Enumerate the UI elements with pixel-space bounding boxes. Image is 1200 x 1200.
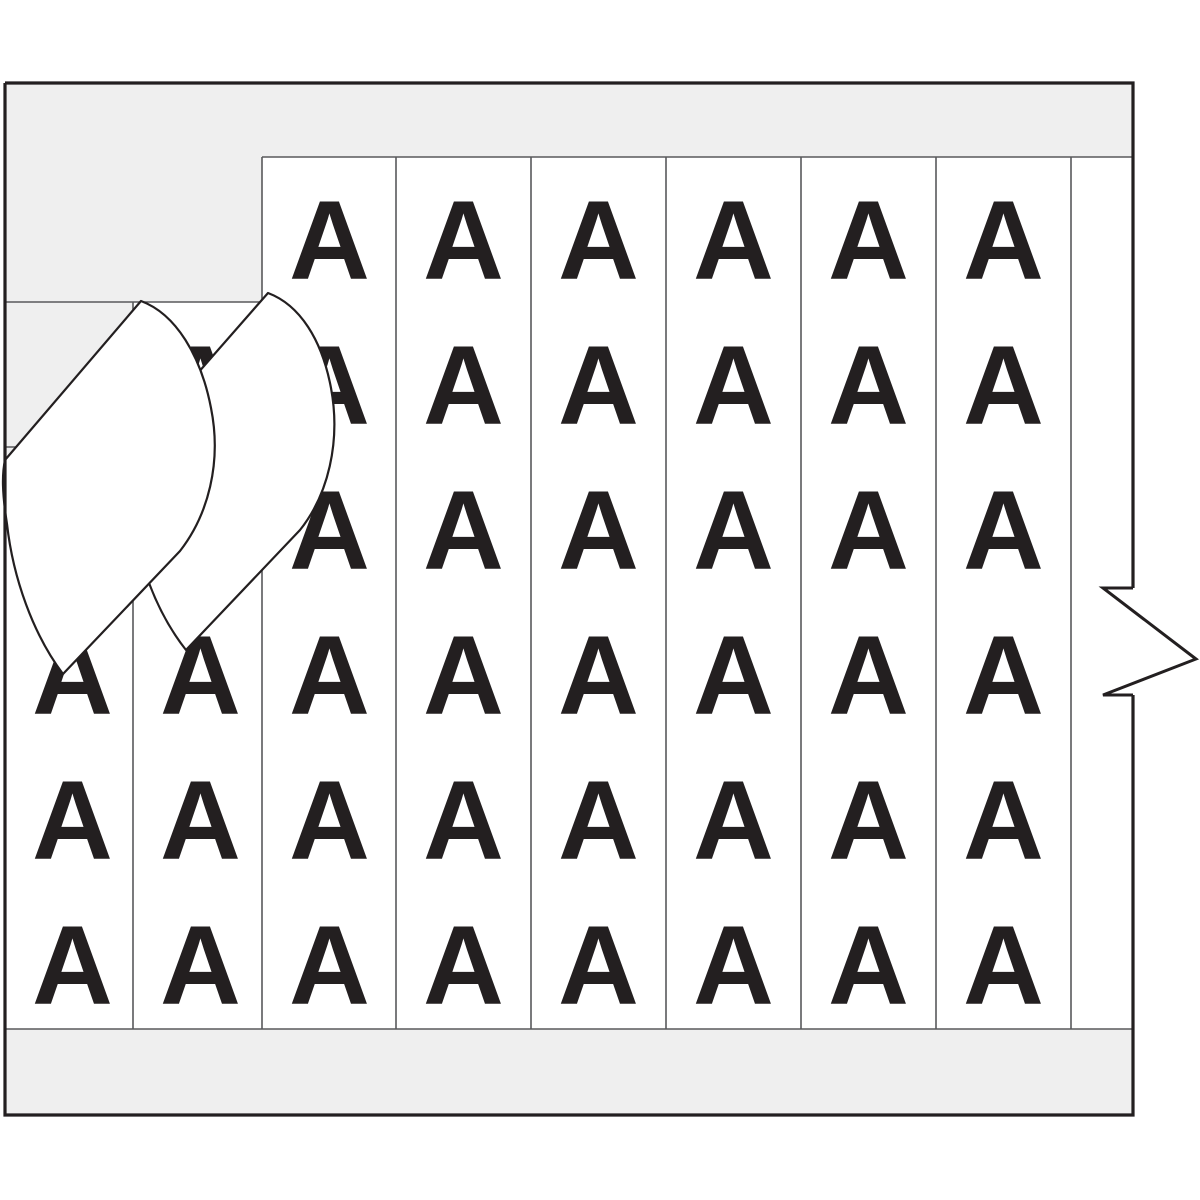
label-letter-r4c5: A	[693, 758, 774, 883]
removed-label-r0c0c1	[5, 157, 262, 302]
label-letter-r2c7: A	[963, 468, 1044, 593]
label-letter-r1c5: A	[693, 323, 774, 448]
label-letter-r3c7: A	[963, 613, 1044, 738]
right-edge-notch	[1098, 586, 1200, 697]
label-letter-r1c3: A	[423, 323, 504, 448]
label-letter-r3c5: A	[693, 613, 774, 738]
label-letter-r0c7: A	[963, 178, 1044, 303]
label-letter-r2c6: A	[828, 468, 909, 593]
grid-column-lines	[132, 157, 1072, 1029]
label-letter-r4c3: A	[423, 758, 504, 883]
label-letter-r2c2: A	[289, 468, 370, 593]
label-grid-field	[5, 157, 1133, 1029]
label-letter-r0c5: A	[693, 178, 774, 303]
label-letter-r3c6: A	[828, 613, 909, 738]
label-letter-r2c4: A	[558, 468, 639, 593]
label-letter-r4c4: A	[558, 758, 639, 883]
label-letter-r5c6: A	[828, 903, 909, 1028]
label-letter-r4c1: A	[160, 758, 241, 883]
label-letter-r1c4: A	[558, 323, 639, 448]
label-letter-r0c3: A	[423, 178, 504, 303]
label-letter-r5c7: A	[963, 903, 1044, 1028]
label-letter-r0c6: A	[828, 178, 909, 303]
grid-row-lines	[5, 156, 1133, 1030]
label-letter-r3c1: A	[160, 613, 241, 738]
label-letter-r5c0: A	[32, 903, 113, 1028]
sheet-outer-border	[5, 83, 1133, 1115]
label-letter-r1c6: A	[828, 323, 909, 448]
peeling-label-upper[interactable]	[127, 291, 336, 652]
label-letter-r2c5: A	[693, 468, 774, 593]
label-letter-r2c3: A	[423, 468, 504, 593]
label-letter-r0c2: A	[289, 178, 370, 303]
label-letter-r4c7: A	[963, 758, 1044, 883]
peeling-label-lower[interactable]	[1, 299, 216, 676]
label-letter-r1c2: A	[289, 323, 370, 448]
label-letter-r3c0: A	[32, 613, 113, 738]
label-letter-r4c2: A	[289, 758, 370, 883]
backing-liner	[5, 83, 1133, 1115]
label-letter-r3c2: A	[289, 613, 370, 738]
label-letter-r5c1: A	[160, 903, 241, 1028]
removed-label-r1c0	[5, 302, 133, 447]
label-letter-r2c1: A	[160, 468, 241, 593]
label-letter-r5c2: A	[289, 903, 370, 1028]
label-letter-r1c1: A	[160, 323, 241, 448]
label-letter-r3c3: A	[423, 613, 504, 738]
label-letter-r0c4: A	[558, 178, 639, 303]
label-letter-r2c0: A	[32, 468, 113, 593]
right-edge-notch-outline	[1103, 588, 1196, 695]
label-letter-r5c3: A	[423, 903, 504, 1028]
label-letter-r4c6: A	[828, 758, 909, 883]
label-letter-r1c7: A	[963, 323, 1044, 448]
peeling-label-upper[interactable]	[128, 293, 334, 650]
label-letter-r4c0: A	[32, 758, 113, 883]
label-letter-r5c4: A	[558, 903, 639, 1028]
sheet-outer-border	[3, 81, 1135, 1117]
label-letter-r5c5: A	[693, 903, 774, 1028]
label-letter-r3c4: A	[558, 613, 639, 738]
right-edge-notch	[1103, 592, 1196, 692]
peeling-label-lower[interactable]	[3, 301, 215, 674]
removed-label-r2c0	[5, 447, 133, 463]
